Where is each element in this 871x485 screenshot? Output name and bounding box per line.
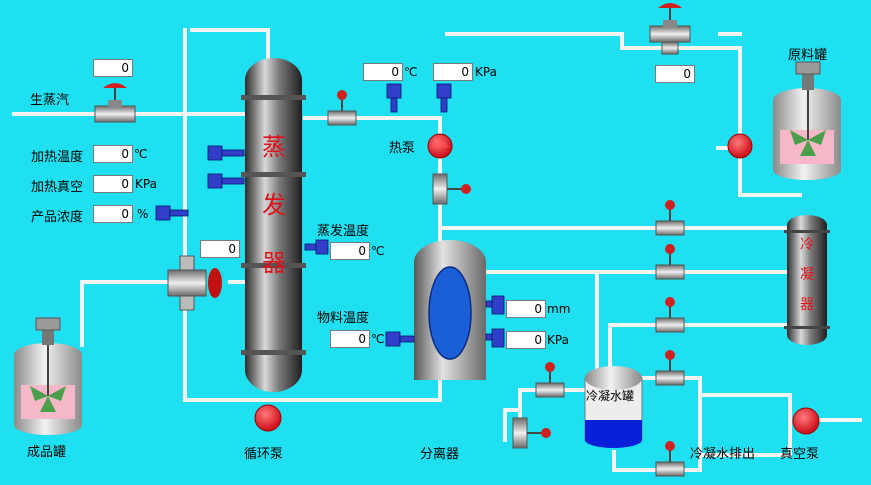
vac-pump-label: 真空泵 — [780, 447, 820, 462]
vacuum-pump-symbol[interactable] — [792, 407, 820, 435]
evap-temp-value[interactable]: 0 — [330, 242, 370, 260]
cond-tank-label: 冷凝水罐 — [586, 389, 635, 403]
mat-temp-label: 物料温度 — [317, 311, 370, 326]
product-conc-value[interactable]: 0 — [93, 205, 133, 223]
circulation-pump-symbol[interactable] — [254, 404, 282, 432]
level-unit: mm — [547, 302, 571, 316]
evaporator-char-3: 器 — [262, 249, 286, 277]
heat-temp-unit: ℃ — [134, 147, 148, 161]
top-temp-sensor-icon — [386, 83, 402, 113]
raw-feed-pump-symbol[interactable] — [727, 133, 753, 159]
heat-vac-value[interactable]: 0 — [93, 175, 133, 193]
mat-temp-value[interactable]: 0 — [330, 330, 370, 348]
raw-valve-value[interactable]: 0 — [655, 65, 695, 83]
cond-drain-label: 冷凝水排出 — [690, 447, 756, 462]
condenser-title: 冷 凝 器 — [796, 230, 818, 320]
heat-vac-sensor-icon — [207, 173, 245, 189]
condensate-tank-vessel — [584, 366, 643, 448]
heat-vac-unit: KPa — [135, 177, 157, 191]
condenser — [784, 215, 830, 345]
cond-tank-inlet-valve[interactable] — [535, 362, 565, 398]
circ-pump-label: 循环泵 — [244, 447, 284, 462]
heat-pump-outlet-valve[interactable] — [432, 173, 471, 205]
heat-vac-label: 加热真空 — [31, 180, 84, 195]
evap-temp-sensor-icon — [304, 239, 329, 255]
condenser-valve-2[interactable] — [655, 244, 685, 280]
condenser-char-3: 器 — [800, 297, 814, 313]
top-pressure-unit: KPa — [475, 65, 497, 79]
top-vapor-valve-symbol[interactable] — [327, 90, 357, 126]
circulation-valve-symbol[interactable] — [167, 255, 222, 311]
top-pressure-sensor-icon — [436, 83, 452, 113]
heat-pump-label: 热泵 — [389, 141, 416, 156]
cond-drain-valve[interactable] — [655, 441, 685, 477]
heat-temp-sensor-icon — [207, 145, 245, 161]
evaporator-char-1: 蒸 — [262, 133, 286, 161]
top-temp-value[interactable]: 0 — [363, 63, 403, 81]
product-conc-label: 产品浓度 — [31, 210, 84, 225]
level-value[interactable]: 0 — [506, 300, 546, 318]
product-tank-vessel — [14, 317, 82, 435]
mat-temp-unit: ℃ — [371, 332, 385, 346]
steam-valve-symbol[interactable] — [94, 83, 136, 123]
raw-tank-vessel — [773, 61, 841, 180]
separator-label: 分离器 — [420, 447, 460, 462]
sep-pressure-value[interactable]: 0 — [506, 331, 546, 349]
heat-pump-symbol[interactable] — [427, 133, 453, 159]
heat-temp-label: 加热温度 — [31, 150, 84, 165]
top-pressure-value[interactable]: 0 — [433, 63, 473, 81]
lower-left-valve[interactable] — [512, 417, 551, 449]
steam-valve-value[interactable]: 0 — [93, 59, 133, 77]
condenser-char-2: 凝 — [800, 267, 814, 283]
evaporator — [241, 58, 306, 392]
separator-vessel — [414, 240, 486, 380]
circ-valve-value[interactable]: 0 — [200, 240, 240, 258]
product-tank-label: 成品罐 — [27, 445, 67, 460]
sep-pressure-sensor-icon — [485, 328, 505, 348]
sensor-icons — [155, 83, 505, 348]
heat-temp-value[interactable]: 0 — [93, 145, 133, 163]
product-conc-unit: % — [137, 207, 149, 221]
condenser-valve-3[interactable] — [655, 297, 685, 333]
condenser-char-1: 冷 — [800, 237, 814, 253]
level-sensor-icon — [485, 295, 505, 315]
raw-valve-symbol[interactable] — [649, 3, 691, 55]
evap-temp-label: 蒸发温度 — [317, 224, 370, 239]
conc-sensor-icon — [155, 205, 189, 221]
steam-label: 生蒸汽 — [30, 93, 70, 108]
mat-temp-sensor-icon — [385, 331, 415, 347]
condenser-valve-1[interactable] — [655, 200, 685, 236]
sep-pressure-unit: KPa — [547, 333, 569, 347]
cond-tank-vent-valve[interactable] — [655, 350, 685, 386]
raw-tank-label: 原料罐 — [788, 48, 828, 63]
evaporator-title: 蒸 发 器 — [258, 118, 290, 292]
evaporator-char-2: 发 — [262, 191, 286, 219]
top-temp-unit: ℃ — [404, 65, 418, 79]
evap-temp-unit: ℃ — [371, 244, 385, 258]
